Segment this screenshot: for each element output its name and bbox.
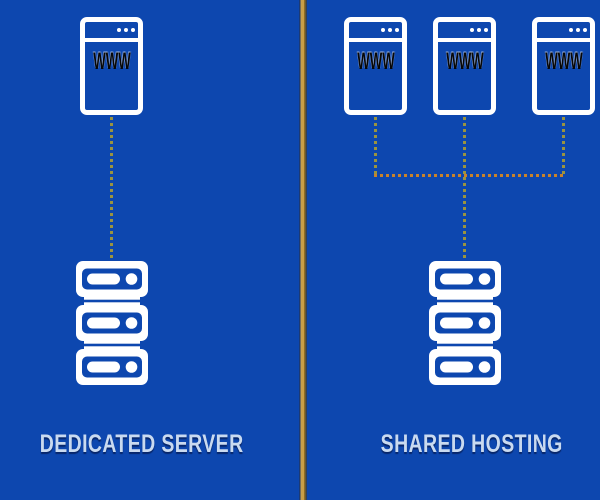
panel-label-shared-hosting: SHARED HOSTING [380, 430, 563, 458]
window-dot-icon [387, 27, 392, 33]
window-dot-icon [123, 27, 128, 33]
window-dot-icon [130, 27, 135, 33]
divider-line [299, 0, 307, 500]
connector-vertical-right-2 [463, 117, 466, 262]
browser-window-icon-left: WWW [80, 17, 143, 115]
window-titlebar [349, 22, 402, 42]
window-titlebar [438, 22, 491, 42]
window-dot-icon [476, 27, 481, 33]
window-dot-icon [380, 27, 385, 33]
window-titlebar [85, 22, 138, 42]
window-dot-icon [568, 27, 573, 33]
server-unit [76, 349, 148, 385]
window-dot-icon [469, 27, 474, 33]
www-label: WWW [445, 48, 484, 75]
server-icon-right [429, 261, 501, 385]
server-unit [76, 305, 148, 341]
server-icon-left [76, 261, 148, 385]
window-dot-icon [394, 27, 399, 33]
window-viewport: WWW [85, 42, 138, 74]
window-dot-icon [582, 27, 587, 33]
www-label: WWW [92, 48, 131, 75]
server-unit [76, 261, 148, 297]
browser-window-icon-right-3: WWW [532, 17, 595, 115]
window-dot-icon [483, 27, 488, 33]
server-unit [429, 305, 501, 341]
connector-horizontal-right [374, 174, 565, 177]
panel-label-dedicated-server: DEDICATED SERVER [39, 430, 244, 458]
window-titlebar [537, 22, 590, 42]
server-unit [429, 261, 501, 297]
window-viewport: WWW [537, 42, 590, 74]
www-label: WWW [544, 48, 583, 75]
window-dot-icon [116, 27, 121, 33]
connector-vertical-left [110, 117, 113, 261]
window-dot-icon [575, 27, 580, 33]
browser-window-icon-right-2: WWW [433, 17, 496, 115]
connector-vertical-right-1 [374, 117, 377, 176]
browser-window-icon-right-1: WWW [344, 17, 407, 115]
window-viewport: WWW [438, 42, 491, 74]
www-label: WWW [356, 48, 395, 75]
connector-vertical-right-3 [562, 117, 565, 176]
server-unit [429, 349, 501, 385]
window-viewport: WWW [349, 42, 402, 74]
